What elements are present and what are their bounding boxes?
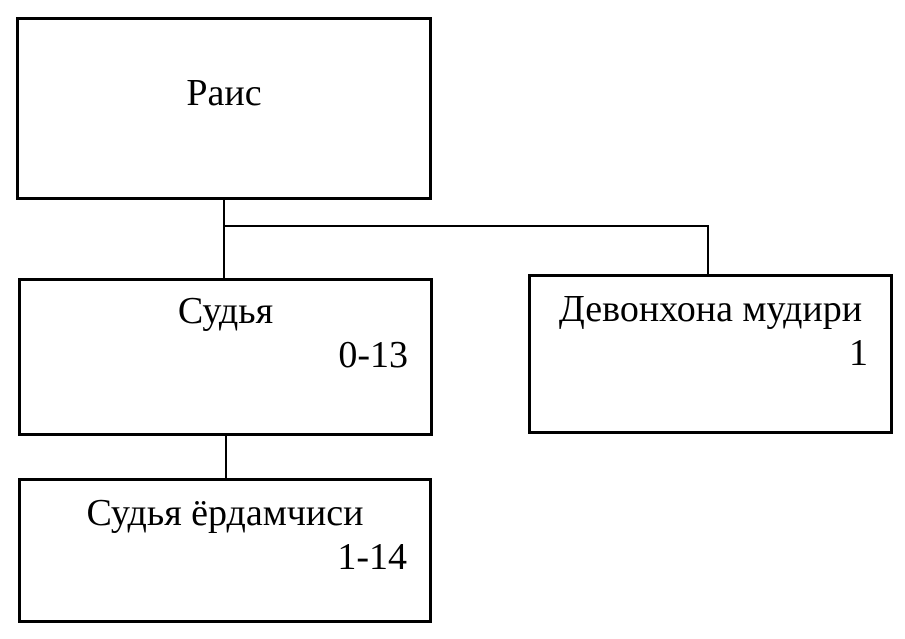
node-judge-assistant: Судья ёрдамчиси 1-14	[18, 478, 432, 623]
connector-chairman-judge	[223, 199, 225, 278]
node-judge-count: 0-13	[338, 334, 408, 376]
node-judge-assistant-count: 1-14	[337, 536, 407, 578]
node-chairman: Раис	[16, 17, 432, 200]
node-office-manager-label: Девонхона мудири	[558, 288, 863, 330]
node-chairman-label: Раис	[186, 72, 262, 114]
connector-horizontal-branch	[223, 225, 709, 227]
connector-judge-assistant	[225, 435, 227, 478]
node-office-manager-count: 1	[849, 332, 868, 374]
node-judge-label: Судья	[177, 290, 274, 332]
node-office-manager: Девонхона мудири 1	[528, 274, 893, 434]
node-judge-assistant-label: Судья ёрдамчиси	[86, 492, 364, 534]
connector-drop-office-manager	[707, 226, 709, 274]
node-judge: Судья 0-13	[18, 278, 433, 436]
